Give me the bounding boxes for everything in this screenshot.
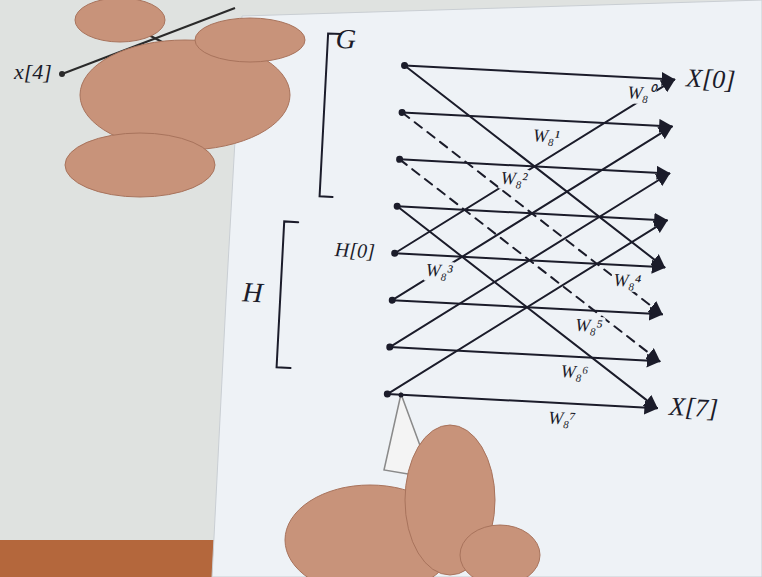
hand: [80, 40, 290, 150]
finger: [75, 0, 165, 42]
twiddle-factor: W₈⁴: [611, 271, 644, 292]
input-label: H[0]: [334, 238, 375, 262]
input-dot: [386, 343, 393, 350]
input-dot: [401, 62, 408, 69]
twiddle-factor: W₈⁶: [558, 362, 591, 383]
output-label: X[0]: [685, 64, 736, 95]
input-label: x[4]: [14, 60, 52, 84]
old-sketch-line: [120, 20, 235, 80]
butterfly-line: [402, 112, 672, 126]
output-label: X[7]: [668, 393, 719, 424]
input-dot: [391, 250, 398, 257]
input-dot: [398, 109, 405, 116]
group-label: H: [242, 277, 264, 309]
twiddle-factor: W₈⁷: [546, 408, 579, 429]
butterfly-line: [405, 65, 675, 79]
hand: [285, 485, 455, 577]
input-dot: [396, 156, 403, 163]
twiddle-factor: W₈¹: [531, 126, 563, 147]
finger: [195, 18, 305, 62]
finger: [65, 133, 215, 197]
butterfly-line: [395, 65, 674, 267]
old-sketch-dot: [59, 71, 65, 77]
finger: [405, 425, 495, 575]
group-bracket: [320, 33, 342, 196]
butterfly-line-dashed: [392, 112, 671, 314]
diagram-sheet: G X[0] W₈⁰ W₈¹ W₈² H[0] W₈³ W₈⁴ H W₈⁵ W₈⁶ W₈⁷ X[7]: [214, 27, 757, 474]
input-dot: [393, 203, 400, 210]
finger: [460, 525, 540, 577]
butterfly-line: [387, 206, 666, 408]
twiddle-factor: W₈³: [423, 261, 455, 282]
table-edge: [0, 540, 230, 577]
butterfly-line: [387, 206, 666, 408]
input-dot: [389, 296, 396, 303]
pen: [384, 394, 432, 478]
butterfly-line: [390, 347, 660, 361]
group-bracket: [277, 221, 299, 368]
twiddle-factor: W₈⁰: [625, 83, 657, 104]
main-paper-sheet: [212, 0, 762, 577]
butterfly-line: [392, 112, 671, 314]
group-label: G: [335, 24, 357, 56]
butterfly-line-dashed: [390, 159, 669, 361]
input-dot: [384, 390, 391, 397]
pen-tip: [399, 393, 404, 398]
butterfly-line: [390, 159, 669, 361]
old-sketch-line: [62, 8, 235, 74]
twiddle-factor: W₈²: [498, 169, 530, 190]
twiddle-factor: W₈⁵: [573, 316, 606, 337]
butterfly-line: [387, 394, 657, 408]
